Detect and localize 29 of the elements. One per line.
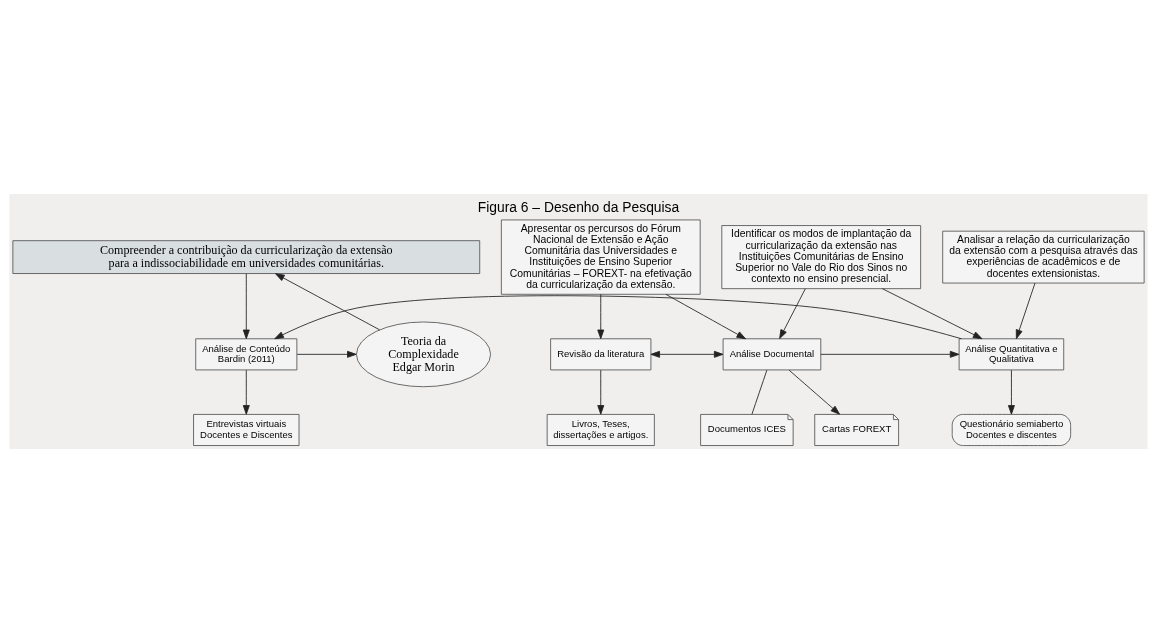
node-box: Analisar a relação da curricularização da extensão com a pesquisa através das experiências de acadêmicos e de docentes extensionistas.: [942, 230, 1145, 283]
arrow: [788, 369, 840, 415]
node-box: Análise Quantitativa e Qualitativa: [958, 337, 1065, 370]
arrow: [242, 369, 250, 415]
node-box: Compreender a contribuição da curricularização da extensão para a indissociabilidade em universidades comunitárias.: [12, 239, 481, 274]
arrow: [820, 350, 960, 358]
node-box: Apresentar os percursos do Fórum Nacional de Extensão e Ação Comunitária das Universidades e Instituições de Ensino Superior Comunitárias – FOREXT- na efetivação da curricularização da extensão.: [500, 219, 701, 295]
connector: [751, 369, 768, 415]
node-box: Identificar os modos de implantação da curricularização da extensão nas Instituições Comunitárias de Ensino Superior no Vale do Rio dos Sinos no contexto no ensino presencial.: [721, 224, 922, 289]
arrow: [1007, 369, 1015, 415]
arrow: [242, 272, 250, 339]
arrow: [650, 350, 724, 358]
arrow: [274, 294, 962, 339]
arrow: [665, 293, 746, 339]
arrow: [597, 293, 605, 339]
node-ellipse: Teoria da Complexidade Edgar Morin: [356, 321, 491, 387]
arrow: [597, 369, 605, 415]
arrow: [779, 287, 806, 339]
arrow: [296, 350, 357, 358]
node-box: Questionário semiaberto Docentes e discentes: [951, 413, 1072, 446]
node-box: Livros, Teses, dissertações e artigos.: [546, 413, 655, 446]
node-box: Análise Documental: [722, 337, 822, 370]
diagram-title: Figura 6 – Desenho da Pesquisa: [477, 198, 680, 215]
node-box: Revisão da literatura: [550, 337, 652, 370]
arrow: [882, 287, 983, 339]
arrow: [1015, 282, 1036, 339]
node-box: Análise de Conteúdo Bardin (2011): [195, 337, 298, 370]
node-box: Entrevistas virtuais Docentes e Discentes: [193, 413, 300, 446]
arrow: [275, 272, 381, 330]
